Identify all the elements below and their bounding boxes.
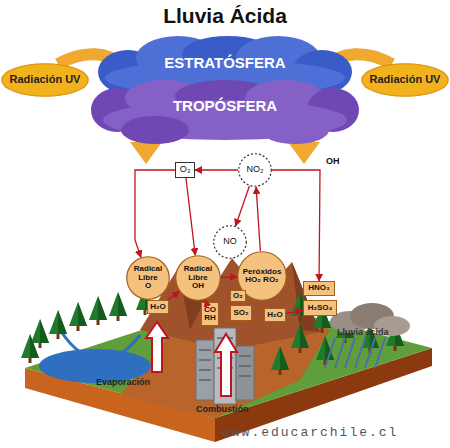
tree — [21, 334, 39, 363]
cloud-lobe — [261, 116, 329, 144]
reaction-arrow — [272, 170, 320, 281]
node-text: Radiación UV — [370, 74, 441, 86]
cloud-lobe — [121, 116, 189, 144]
node-text: Radiación UV — [10, 74, 81, 86]
node-text: SO₂ — [233, 309, 248, 317]
compound-box: SO₂ — [230, 305, 252, 321]
node-text: OH — [192, 282, 204, 290]
evaporation-arrow — [146, 322, 168, 372]
tree — [31, 319, 49, 348]
evaporation-label: Evaporación — [96, 377, 150, 387]
reaction-arrow — [186, 178, 195, 255]
rain-label: Lluvia ácida — [337, 327, 389, 337]
node-text: Peróxidos — [243, 268, 282, 276]
node-text: NO₂ — [247, 165, 264, 174]
acid-box: HNO₃ — [303, 281, 335, 296]
molecule-circle-shape — [239, 154, 272, 187]
molecule-circle: NO₂ — [238, 153, 272, 187]
building — [214, 328, 236, 404]
node-text: ESTRATÓSFERA — [164, 55, 285, 71]
acid-box: H₂SO₄ — [303, 300, 337, 316]
node-text: Radical Libre — [175, 265, 221, 282]
watermark: www.educarchile.cl — [222, 425, 398, 440]
reaction-arrow — [256, 187, 260, 251]
ozone-box: O₃ — [175, 162, 195, 178]
building — [236, 346, 254, 400]
tree — [291, 324, 309, 353]
radiation-oval-shape — [2, 64, 89, 97]
node-text: HO₂ RO₂ — [245, 276, 278, 284]
molecule-circle: NO — [213, 225, 247, 259]
reaction-arrow — [286, 311, 303, 314]
reaction-arrow — [236, 186, 250, 226]
node-text: O₂ — [233, 292, 243, 300]
node-text: NO — [223, 237, 237, 246]
compound-box: H₂O — [264, 308, 286, 322]
node-text: TROPÓSFERA — [173, 98, 277, 114]
reaction-arrow — [195, 169, 238, 170]
radical-circle: Radical LibreOH — [175, 255, 221, 301]
compound-box: O₂ — [230, 290, 246, 302]
combustion-label: Combustión — [196, 404, 249, 414]
node-text: H₂O — [267, 311, 283, 319]
node-text: O — [145, 282, 151, 290]
edge-label: OH — [326, 156, 340, 166]
node-text: HNO₃ — [308, 284, 329, 292]
reaction-arrow — [221, 276, 237, 278]
node-text: O₃ — [180, 165, 191, 174]
tree — [69, 302, 87, 331]
node-text: H₂O — [150, 303, 166, 311]
molecule-circle-shape — [214, 226, 247, 259]
radiation-oval: Radiación UV — [1, 63, 89, 97]
compound-box: CO RH — [201, 302, 219, 326]
node-text: CO RH — [202, 306, 218, 323]
radical-circle: Radical LibreO — [126, 256, 170, 300]
tree — [49, 310, 67, 339]
uv-arrowhead — [288, 142, 320, 164]
node-text: H₂SO₄ — [308, 304, 333, 312]
troposphere-cloud: TROPÓSFERA — [95, 84, 355, 128]
reaction-arrow — [135, 170, 175, 257]
compound-box: H₂O — [147, 300, 169, 314]
tree — [89, 296, 107, 325]
radiation-oval: Radiación UV — [361, 63, 449, 97]
reaction-arrow — [205, 300, 207, 302]
reaction-arrow — [168, 292, 180, 301]
combustion-arrow — [215, 334, 237, 396]
tree — [109, 292, 127, 321]
radical-circle-shape — [127, 257, 170, 300]
node-text: Radical Libre — [126, 265, 170, 282]
diagram-title: Lluvia Ácida — [0, 4, 450, 28]
river — [120, 335, 140, 354]
uv-arrowhead — [130, 142, 162, 164]
radical-circle-shape — [176, 256, 221, 301]
tree — [271, 346, 289, 375]
rain — [325, 338, 385, 368]
radiation-oval-shape — [362, 64, 449, 97]
